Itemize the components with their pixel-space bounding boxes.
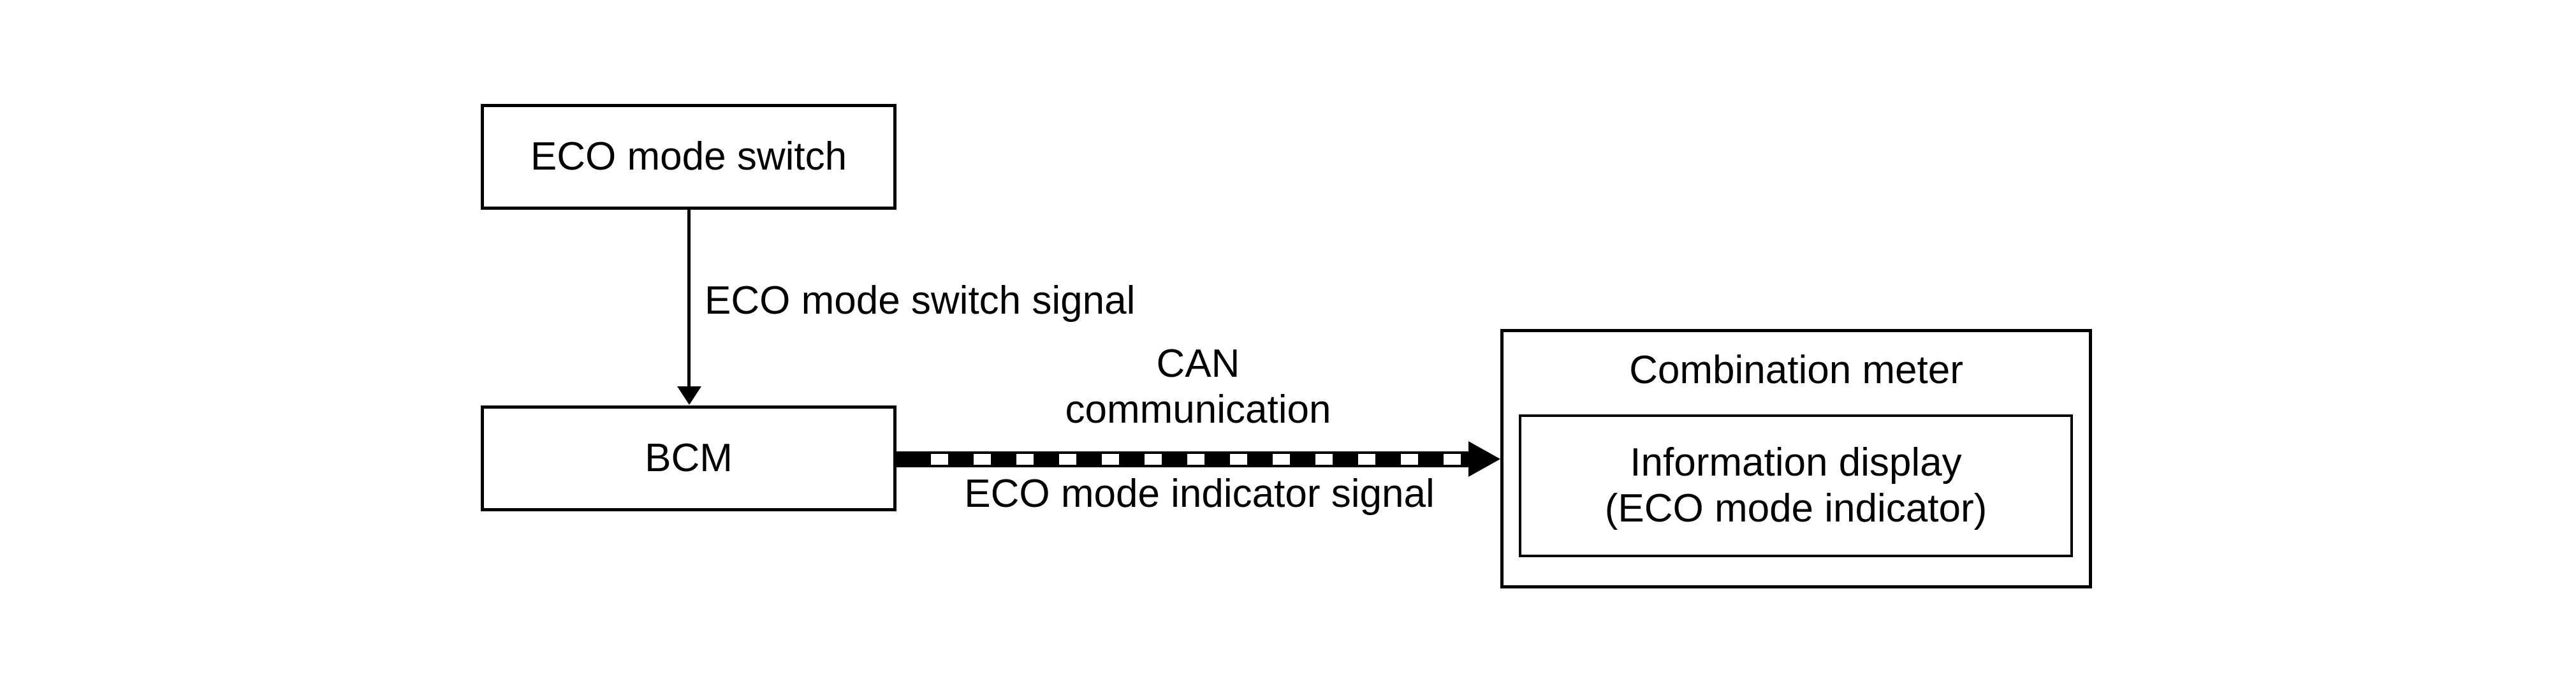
- can-arrow-shaft: [896, 451, 1468, 467]
- switch-to-bcm-arrow-line: [687, 210, 691, 387]
- information-display-label: Information display (ECO mode indicator): [1604, 441, 1987, 530]
- bcm-label: BCM: [645, 436, 733, 480]
- can-arrow-dash-pattern: [905, 454, 1468, 465]
- switch-to-bcm-arrowhead-icon: [677, 386, 701, 405]
- eco-mode-switch-label: ECO mode switch: [530, 135, 847, 179]
- can-arrowhead-icon: [1468, 441, 1500, 477]
- bcm-box: BCM: [481, 405, 896, 511]
- can-communication-label: CAN communication: [1065, 342, 1331, 432]
- eco-mode-switch-signal-label: ECO mode switch signal: [705, 279, 1136, 323]
- eco-mode-switch-box: ECO mode switch: [481, 104, 896, 210]
- combination-meter-label: Combination meter: [1629, 348, 1963, 392]
- information-display-box: Information display (ECO mode indicator): [1519, 414, 2073, 557]
- eco-mode-indicator-signal-label: ECO mode indicator signal: [964, 472, 1435, 516]
